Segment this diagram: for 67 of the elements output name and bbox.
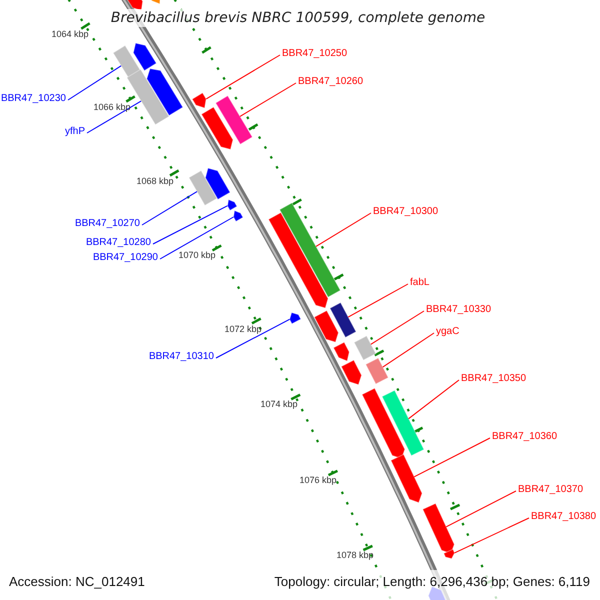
leader-line [160, 216, 234, 260]
leader-line [408, 380, 460, 420]
gene-block [188, 170, 218, 206]
leader-line [446, 490, 516, 528]
gene-feature [289, 312, 302, 324]
scale-label: 1066 kbp [93, 103, 131, 112]
gene-feature [268, 212, 329, 309]
leader-line [382, 332, 434, 368]
genome-summary-text: Topology: circular; Length: 6,296,436 bp; Genes: 6,119 [274, 575, 590, 588]
gene-feature [314, 310, 339, 343]
scale-label: 1068 kbp [136, 177, 174, 186]
leader-line [68, 65, 122, 100]
leader-line [240, 82, 296, 117]
scale-label: 1076 kbp [299, 476, 337, 485]
leader-line [454, 518, 530, 554]
gene-feature [124, 0, 144, 12]
leader-line [86, 100, 142, 134]
gene-feature [443, 548, 456, 560]
gene-feature [146, 68, 184, 116]
leader-line [316, 212, 372, 247]
gene-feature [132, 42, 157, 72]
gene-feature [204, 168, 231, 200]
leader-line [152, 205, 228, 244]
scale-label: 1070 kbp [178, 251, 216, 260]
accession-text: Accession: NC_012491 [9, 575, 145, 588]
gene-label: BBR47_10360 [492, 432, 558, 442]
gene-label: BBR47_10380 [531, 512, 596, 522]
gene-label: BBR47_10350 [461, 374, 526, 384]
gene-block [112, 44, 142, 80]
gene-label: BBR47_10310 [148, 352, 214, 362]
leader-line [216, 318, 290, 358]
leader-line [348, 284, 408, 318]
gene-feature [233, 210, 244, 222]
gene-label: BBR47_10280 [86, 238, 151, 248]
gene-label: yfhP [64, 127, 85, 137]
gene-label: BBR47_10370 [518, 485, 584, 495]
scale-label: 1078 kbp [336, 551, 374, 560]
gene-label: BBR47_10330 [426, 305, 492, 315]
scale-label: 1072 kbp [224, 325, 262, 334]
gene-label: BBR47_10290 [92, 253, 158, 263]
leader-line [370, 310, 424, 345]
leader-line [414, 438, 490, 478]
leader-line [206, 54, 280, 100]
gene-label: BBR47_10260 [298, 77, 364, 87]
gene-label: BBR47_10270 [74, 219, 140, 229]
leader-line [142, 191, 198, 226]
gene-label: fabL [410, 278, 430, 288]
gene-feature [361, 388, 406, 460]
gene-block [354, 335, 376, 361]
gene-feature [332, 342, 350, 362]
gene-feature [192, 92, 207, 109]
gene-block [215, 95, 253, 145]
gene-feature [200, 106, 234, 150]
gene-label: BBR47_10250 [282, 49, 348, 59]
gene-feature [227, 198, 238, 211]
gene-block [329, 302, 357, 338]
gene-label: BBR47_10230 [0, 94, 66, 104]
scale-label: 1074 kbp [260, 400, 298, 409]
gene-feature [340, 359, 362, 386]
gene-block [278, 202, 342, 298]
gene-feature [422, 502, 455, 554]
scale-label: 1064 kbp [51, 30, 89, 39]
gene-label: ygaC [436, 327, 460, 337]
gene-block [381, 390, 425, 456]
gene-label: BBR47_10300 [373, 207, 438, 217]
gene-feature [390, 454, 423, 504]
gene-block [365, 357, 389, 385]
